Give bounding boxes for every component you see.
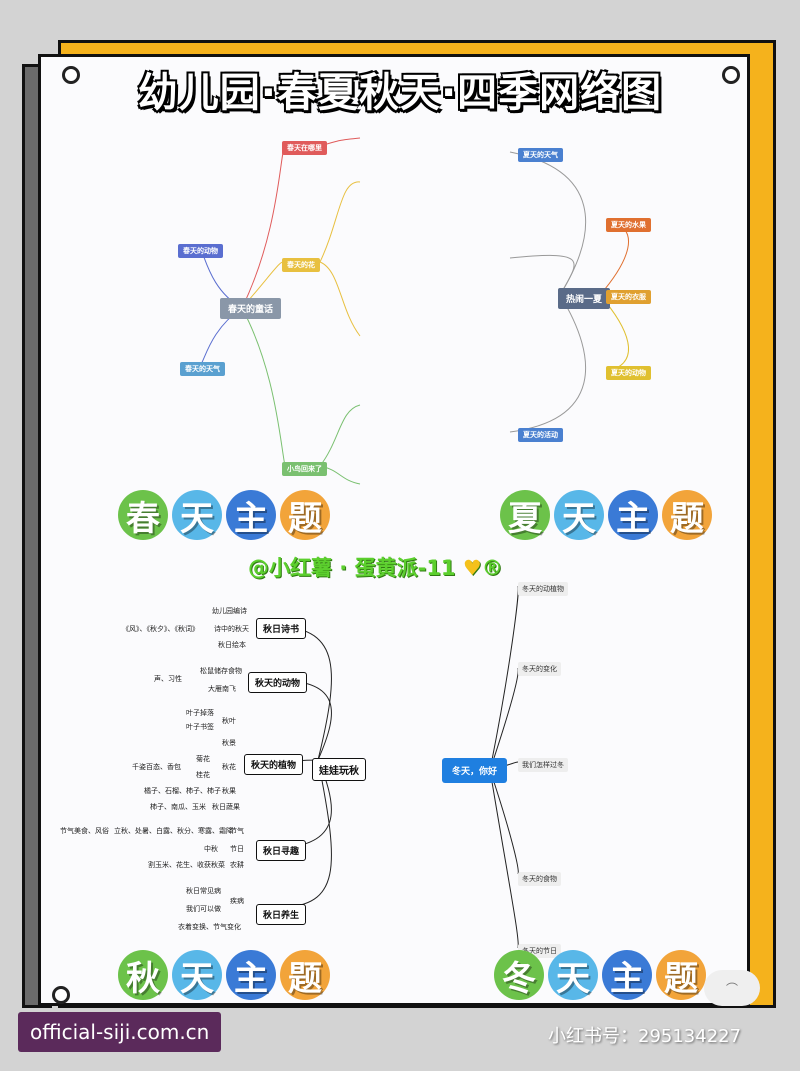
autumn-theme-title: 秋 天 主 题: [118, 950, 330, 1000]
autumn-branch-health[interactable]: 秋日养生: [256, 904, 307, 925]
winter-branch-2[interactable]: 冬天的变化: [518, 662, 561, 676]
spring-char-4: 题: [280, 490, 330, 540]
autumn-char-2: 天: [172, 950, 222, 1000]
autumn-leaf: 秋叶: [222, 717, 236, 725]
autumn-branch-plants[interactable]: 秋天的植物: [244, 754, 304, 775]
autumn-char-3: 主: [226, 950, 276, 1000]
spring-char-3: 主: [226, 490, 276, 540]
spring-branch-5[interactable]: 春天的天气: [180, 362, 225, 376]
autumn-leaf: 柿子、南瓜、玉米: [150, 803, 206, 811]
summer-theme-title: 夏 天 主 题: [500, 490, 712, 540]
summer-center-node[interactable]: 热闹一夏: [558, 288, 611, 309]
spring-branch-4[interactable]: 春天的动物: [178, 244, 223, 258]
autumn-leaf: 秋日蔬果: [212, 803, 240, 811]
autumn-leaf: 桂花: [196, 771, 210, 779]
summer-char-3: 主: [608, 490, 658, 540]
autumn-leaf: 叶子书签: [186, 723, 214, 731]
spring-theme-title: 春 天 主 题: [118, 490, 330, 540]
autumn-leaf: 大雁南飞: [208, 685, 236, 693]
spring-branch-3[interactable]: 小鸟回来了: [282, 462, 327, 476]
site-watermark: official-siji.com.cn: [18, 1012, 222, 1052]
autumn-center-node[interactable]: 娃娃玩秋: [312, 758, 366, 781]
autumn-branch-animals[interactable]: 秋天的动物: [248, 672, 308, 693]
autumn-leaf: 节气美食、风俗: [60, 827, 109, 835]
spring-center-node[interactable]: 春天的童话: [220, 298, 282, 319]
autumn-leaf: 千姿百态、香包: [132, 763, 181, 771]
summer-branch-1[interactable]: 夏天的水果: [606, 218, 651, 232]
autumn-leaf: 我们可以做: [186, 905, 221, 913]
winter-char-4: 题: [656, 950, 706, 1000]
summer-branch-2[interactable]: 夏天的衣服: [606, 290, 651, 304]
autumn-leaf: 疾病: [230, 897, 244, 905]
winter-char-2: 天: [548, 950, 598, 1000]
autumn-leaf: 诗中的秋天: [214, 625, 249, 633]
autumn-leaf: 叶子掉落: [186, 709, 214, 717]
autumn-leaf: 秋花: [222, 763, 236, 771]
spring-branch-1[interactable]: 春天在哪里: [282, 141, 327, 155]
summer-branch-4[interactable]: 夏天的天气: [518, 148, 563, 162]
summer-branch-5[interactable]: 夏天的活动: [518, 428, 563, 442]
autumn-leaf: 声、习性: [154, 675, 182, 683]
spring-char-2: 天: [172, 490, 222, 540]
winter-theme-title: 冬 天 主 题: [494, 950, 706, 1000]
autumn-leaf: 松鼠储存食物: [200, 667, 242, 675]
autumn-leaf: 节日: [230, 845, 244, 853]
summer-branch-3[interactable]: 夏天的动物: [606, 366, 651, 380]
autumn-leaf: 农耕: [230, 861, 244, 869]
autumn-leaf: 橘子、石榴、柿子、柿子: [144, 787, 221, 795]
spring-char-1: 春: [118, 490, 168, 540]
autumn-leaf: 《风》、《秋夕》、《秋词》: [122, 625, 199, 633]
winter-char-3: 主: [602, 950, 652, 1000]
summer-char-4: 题: [662, 490, 712, 540]
autumn-branch-explore[interactable]: 秋日寻趣: [256, 840, 307, 861]
winter-char-1: 冬: [494, 950, 544, 1000]
winter-branch-3[interactable]: 我们怎样过冬: [518, 758, 568, 772]
autumn-leaf: 秋果: [222, 787, 236, 795]
autumn-leaf: 立秋、处暑、白露、秋分、寒露、霜降: [114, 827, 233, 835]
autumn-leaf: 衣着变换、节气变化: [178, 923, 241, 931]
app-logo-badge: ⌒: [704, 970, 760, 1006]
autumn-leaf: 幼儿园编诗: [212, 607, 247, 615]
summer-char-2: 天: [554, 490, 604, 540]
pin-top-left: [62, 66, 80, 84]
autumn-leaf: 中秋: [204, 845, 218, 853]
summer-char-1: 夏: [500, 490, 550, 540]
winter-branch-1[interactable]: 冬天的动植物: [518, 582, 568, 596]
pin-bottom-left: [52, 986, 70, 1004]
autumn-leaf: 节气: [230, 827, 244, 835]
autumn-char-4: 题: [280, 950, 330, 1000]
autumn-leaf: 割玉米、花生、收获秋菜: [148, 861, 225, 869]
author-handle: @小红薯 · 蛋黄派-11 ♥®: [248, 556, 503, 580]
autumn-leaf: 秋景: [222, 739, 236, 747]
autumn-leaf: 菊花: [196, 755, 210, 763]
winter-center-node[interactable]: 冬天，你好: [442, 758, 508, 783]
pin-top-right: [722, 66, 740, 84]
redbook-id: 小红书号：295134227: [548, 1026, 742, 1047]
autumn-char-1: 秋: [118, 950, 168, 1000]
spring-branch-2[interactable]: 春天的花: [282, 258, 320, 272]
autumn-leaf: 秋日常见病: [186, 887, 221, 895]
winter-branch-4[interactable]: 冬天的食物: [518, 872, 561, 886]
poster-title: 幼儿园·春夏秋天·四季网络图: [137, 70, 663, 116]
autumn-leaf: 秋日绘本: [218, 641, 246, 649]
autumn-branch-poetry[interactable]: 秋日诗书: [256, 618, 307, 639]
